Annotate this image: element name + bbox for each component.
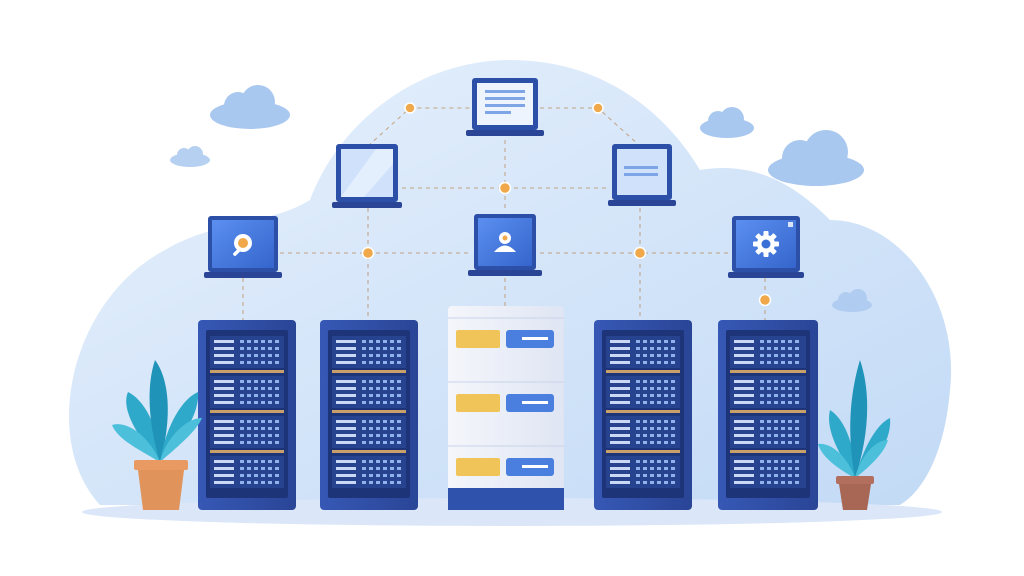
laptop-icon <box>466 78 544 136</box>
server-racks <box>198 306 818 510</box>
rack-unit <box>606 416 680 453</box>
rack-unit <box>210 456 284 488</box>
rack-unit <box>332 416 406 453</box>
rack-unit <box>606 376 680 413</box>
server-rack <box>320 320 418 510</box>
rack-unit <box>606 456 680 488</box>
server-rack <box>594 320 692 510</box>
rack-unit <box>210 336 284 373</box>
laptop-icon <box>608 144 676 206</box>
rack-unit <box>332 376 406 413</box>
drive-bay <box>456 394 500 412</box>
potted-plant-left <box>112 360 202 510</box>
rack-unit <box>730 456 806 488</box>
laptop-icon <box>728 216 804 278</box>
cloud-icon <box>170 85 872 312</box>
rack-unit <box>332 336 406 373</box>
laptop-icon <box>468 214 542 276</box>
server-rack <box>448 306 564 510</box>
laptop-icon <box>204 216 282 278</box>
rack-unit <box>606 336 680 373</box>
laptop-icon <box>332 144 402 208</box>
document-lines-icon <box>485 90 525 114</box>
server-rack <box>198 320 296 510</box>
gear-icon <box>753 231 779 257</box>
rack-unit <box>730 376 806 413</box>
search-icon <box>233 234 252 256</box>
user-icon <box>494 232 516 252</box>
rack-unit <box>730 336 806 373</box>
rack-unit <box>730 416 806 453</box>
rack-unit <box>210 376 284 413</box>
drive-bay <box>456 458 500 476</box>
potted-plant-right <box>818 360 891 510</box>
network-node <box>361 102 772 307</box>
rack-unit <box>210 416 284 453</box>
server-rack <box>718 320 818 510</box>
drive-bay <box>456 330 500 348</box>
rack-unit <box>332 456 406 488</box>
